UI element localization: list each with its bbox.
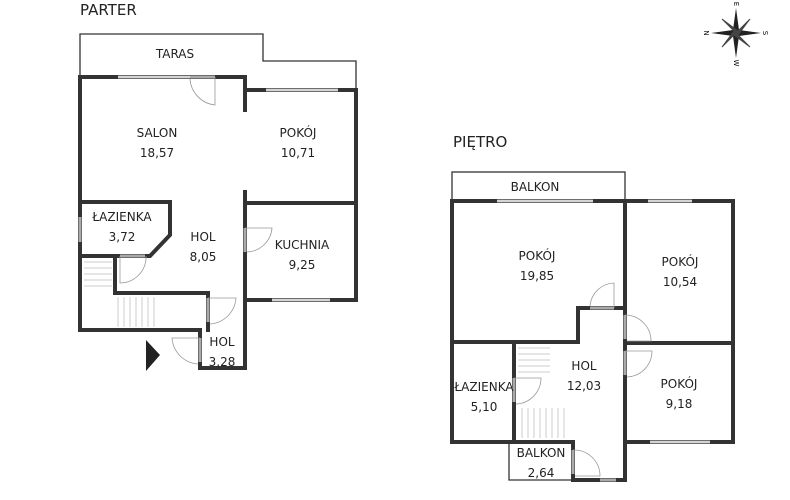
room-area: 3,28 <box>209 355 236 369</box>
upper-doors <box>512 282 653 477</box>
room-area: 18,57 <box>140 146 174 160</box>
room-name: HOL <box>209 335 234 349</box>
room-area: 2,64 <box>528 466 555 480</box>
compass-n: N <box>702 30 710 35</box>
room-name: KUCHNIA <box>275 238 330 252</box>
terrace-outline <box>79 33 357 90</box>
upper-room-labels: POKÓJ 19,85 POKÓJ 10,54 HOL 12,03 ŁAZIEN… <box>453 248 698 480</box>
room-area: 5,10 <box>471 400 498 414</box>
room-name: POKÓJ <box>519 248 556 263</box>
ground-windows <box>78 75 338 302</box>
room-area: 3,72 <box>109 230 136 244</box>
room-area: 19,85 <box>520 269 554 283</box>
room-area: 12,03 <box>567 379 601 393</box>
room-area: 10,71 <box>281 146 315 160</box>
compass-e: E <box>732 2 740 6</box>
balcony-label: BALKON <box>511 180 560 194</box>
room-name: POKÓJ <box>662 254 699 269</box>
room-name: BALKON <box>517 446 566 460</box>
room-name: ŁAZIENKA <box>453 380 514 394</box>
ground-doors <box>119 75 273 365</box>
upper-floor-title: PIĘTRO <box>453 133 507 151</box>
room-name: HOL <box>571 359 596 373</box>
room-area: 9,18 <box>666 397 693 411</box>
room-area: 10,54 <box>663 275 697 289</box>
upper-walls <box>450 199 735 482</box>
upper-stairs <box>518 347 565 438</box>
room-name: SALON <box>137 126 178 140</box>
room-area: 9,25 <box>289 258 316 272</box>
room-name: POKÓJ <box>661 376 698 391</box>
upper-windows <box>497 199 710 482</box>
ground-stairs <box>84 261 155 327</box>
terrace-label: TARAS <box>155 47 194 61</box>
room-name: ŁAZIENKA <box>91 210 152 224</box>
entrance-arrow-icon <box>146 340 160 371</box>
ground-floor-title: PARTER <box>80 1 137 19</box>
room-area: 8,05 <box>190 250 217 264</box>
room-name: POKÓJ <box>280 125 317 140</box>
compass-s: S <box>761 31 769 36</box>
compass-w: W <box>732 60 740 67</box>
ground-room-labels: SALON 18,57 POKÓJ 10,71 ŁAZIENKA 3,72 HO… <box>91 125 330 369</box>
room-name: HOL <box>190 230 215 244</box>
compass-rose-icon: E N S W <box>702 2 769 67</box>
